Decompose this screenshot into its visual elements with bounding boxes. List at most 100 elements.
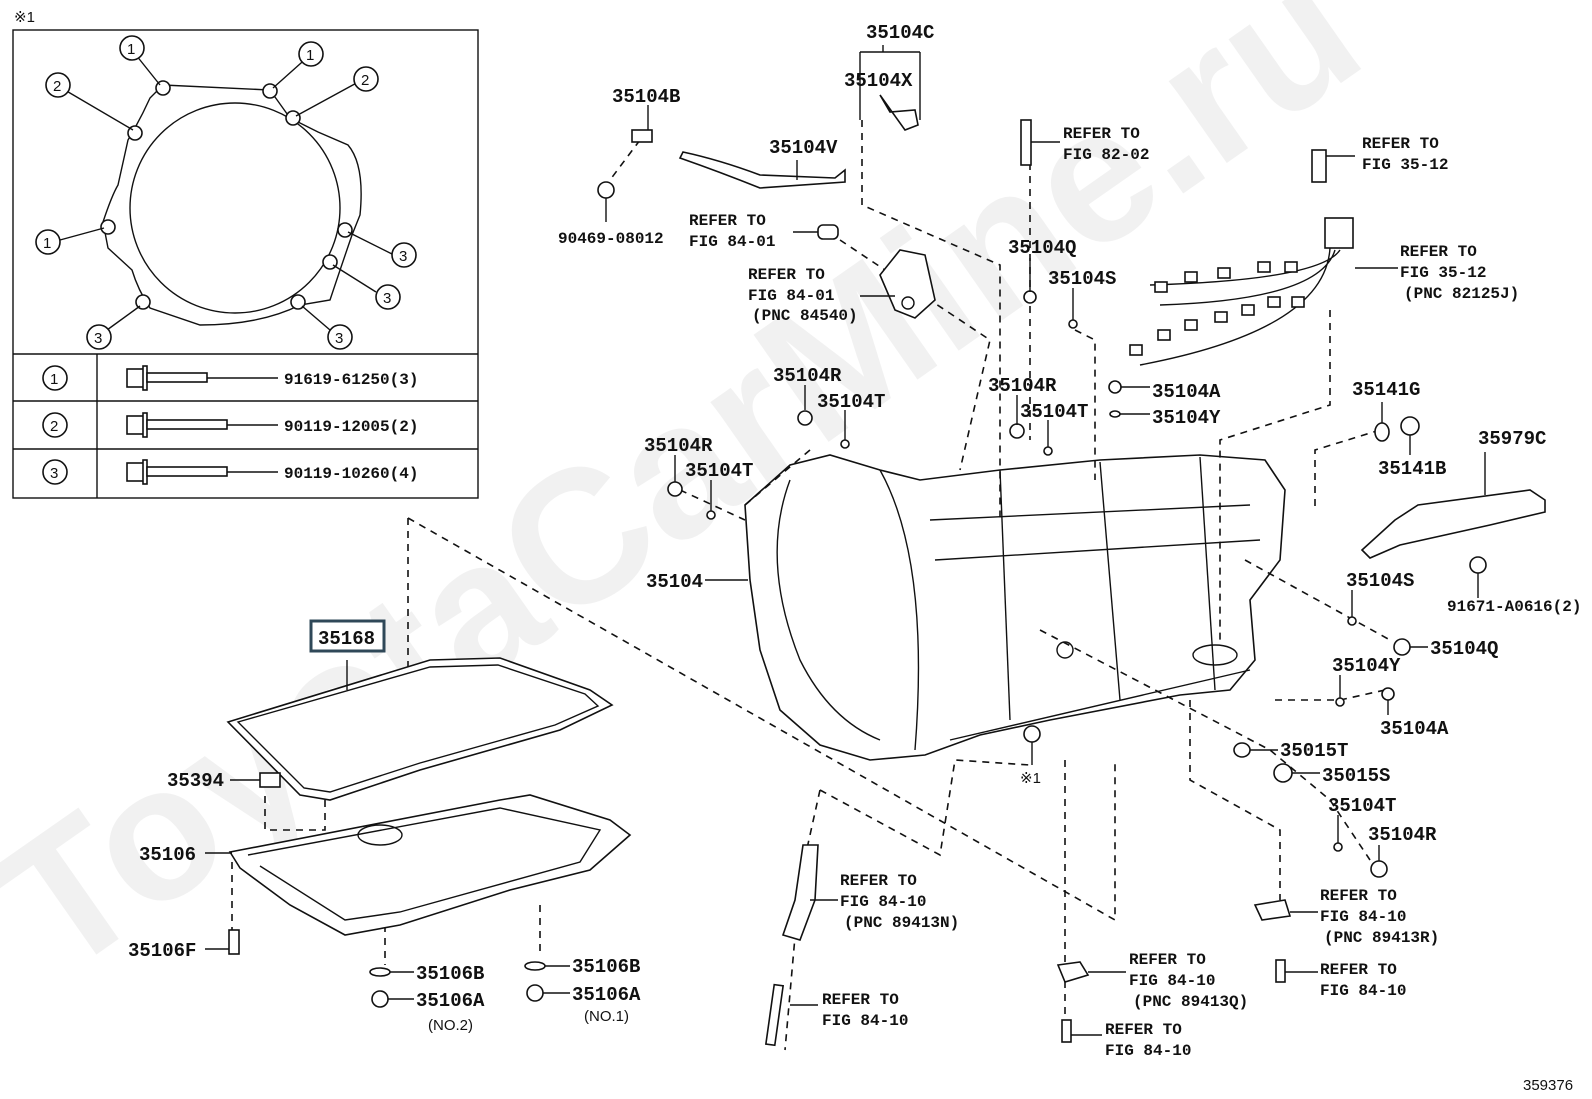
highlight-box-35168 xyxy=(309,619,386,653)
refer-fig-84-10[interactable]: REFER TO FIG 84-10 xyxy=(1105,1021,1191,1060)
plug-35104r-icon xyxy=(1370,860,1388,878)
label-35979c[interactable]: 35979C xyxy=(1478,428,1546,450)
transmission-case-35104[interactable] xyxy=(744,454,1286,761)
label-35106b[interactable]: 35106B xyxy=(416,963,484,985)
label-35394[interactable]: 35394 xyxy=(167,770,224,792)
refer-fig-35-12[interactable]: REFER TO FIG 35-12 xyxy=(1362,135,1448,174)
magnet-35394[interactable] xyxy=(259,772,281,788)
oring-35104s-icon xyxy=(1068,319,1078,329)
bolt-84-10-icon xyxy=(764,983,785,1047)
label-35104t[interactable]: 35104T xyxy=(817,391,885,413)
label-90469-08012[interactable]: 90469-08012 xyxy=(558,230,664,248)
label-35106a[interactable]: 35106A xyxy=(572,984,641,1006)
svg-text:1: 1 xyxy=(43,235,51,252)
gasket-35106b-icon xyxy=(369,967,391,977)
label-35104q[interactable]: 35104Q xyxy=(1430,638,1498,660)
svg-text:REFER TO: REFER TO xyxy=(840,872,917,890)
flywheel-housing-gasket xyxy=(102,84,362,326)
label-35106[interactable]: 35106 xyxy=(139,844,196,866)
svg-text:3: 3 xyxy=(399,248,407,265)
oring-35104t-icon xyxy=(840,439,850,449)
svg-text:FIG 84-10: FIG 84-10 xyxy=(1320,982,1406,1000)
svg-text:REFER TO: REFER TO xyxy=(689,212,766,230)
inset-mark: ※1 xyxy=(14,9,35,26)
label-35141b[interactable]: 35141B xyxy=(1378,458,1446,480)
oring-35104t-icon xyxy=(1333,842,1343,852)
refer-fig-84-01[interactable]: REFER TO FIG 84-01 xyxy=(689,212,775,251)
label-35106f[interactable]: 35106F xyxy=(128,940,196,962)
label-35104t[interactable]: 35104T xyxy=(1328,795,1396,817)
label-35106a[interactable]: 35106A xyxy=(416,990,485,1012)
note-no1: (NO.1) xyxy=(584,1008,629,1025)
label-35104s[interactable]: 35104S xyxy=(1048,268,1116,290)
svg-text:3: 3 xyxy=(335,330,343,347)
label-91671-a0616[interactable]: 91671-A0616(2) xyxy=(1447,598,1581,616)
label-35015t[interactable]: 35015T xyxy=(1280,740,1348,762)
washer-35104y-icon xyxy=(1109,410,1121,418)
label-35104s[interactable]: 35104S xyxy=(1346,570,1414,592)
bolt-91671-icon xyxy=(1469,556,1487,574)
label-35104r[interactable]: 35104R xyxy=(988,375,1057,397)
label-35104y[interactable]: 35104Y xyxy=(1152,407,1221,429)
bolt-part-number: 91619-61250(3) xyxy=(284,371,418,389)
svg-text:REFER TO: REFER TO xyxy=(1129,951,1206,969)
svg-text:(PNC 84540): (PNC 84540) xyxy=(752,307,858,325)
label-35104r[interactable]: 35104R xyxy=(644,435,713,457)
plug-35015s-icon xyxy=(1273,763,1293,783)
label-35104r[interactable]: 35104R xyxy=(1368,824,1437,846)
hose-35104v-icon xyxy=(678,151,846,189)
refer-fig-84-10-pnc-89413q[interactable]: REFER TO FIG 84-10 (PNC 89413Q) xyxy=(1129,951,1248,1011)
svg-text:FIG 82-02: FIG 82-02 xyxy=(1063,146,1149,164)
refer-fig-84-01-pnc-84540[interactable]: REFER TO FIG 84-01 (PNC 84540) xyxy=(748,266,858,325)
label-35106b[interactable]: 35106B xyxy=(572,956,640,978)
svg-text:3: 3 xyxy=(383,290,391,307)
cover-35979c-icon xyxy=(1360,489,1546,559)
wire-harness-icon xyxy=(1139,247,1341,366)
svg-text:FIG 84-01: FIG 84-01 xyxy=(689,233,775,251)
plug-35104r-icon xyxy=(1009,423,1025,439)
refer-fig-35-12-pnc-82125j[interactable]: REFER TO FIG 35-12 (PNC 82125J) xyxy=(1400,243,1519,303)
mark-1[interactable]: ※1 xyxy=(1020,770,1041,787)
label-35104r[interactable]: 35104R xyxy=(773,365,842,387)
svg-text:(PNC 89413Q): (PNC 89413Q) xyxy=(1133,993,1248,1011)
refer-fig-84-10-pnc-89413n[interactable]: REFER TO FIG 84-10 (PNC 89413N) xyxy=(840,872,959,932)
svg-text:REFER TO: REFER TO xyxy=(822,991,899,1009)
oil-pan-gasket-35168[interactable] xyxy=(226,657,614,801)
label-35104b[interactable]: 35104B xyxy=(612,86,680,108)
label-35104x[interactable]: 35104X xyxy=(844,70,913,92)
label-35104c[interactable]: 35104C xyxy=(866,22,934,44)
refer-fig-84-10[interactable]: REFER TO FIG 84-10 xyxy=(822,991,908,1030)
label-35104[interactable]: 35104 xyxy=(646,571,703,593)
refer-fig-84-10[interactable]: REFER TO FIG 84-10 xyxy=(1320,961,1406,1000)
plug-35106a-icon xyxy=(526,984,544,1002)
harness-plugs-icon xyxy=(1129,261,1305,356)
svg-text:3: 3 xyxy=(94,330,102,347)
refer-fig-84-10-pnc-89413r[interactable]: REFER TO FIG 84-10 (PNC 89413R) xyxy=(1320,887,1439,947)
oring-35141g-icon xyxy=(1374,422,1390,442)
label-35104t[interactable]: 35104T xyxy=(685,460,753,482)
label-35104t[interactable]: 35104T xyxy=(1020,401,1088,423)
refer-to-labels[interactable]: REFER TO FIG 84-01 REFER TO FIG 84-01 (P… xyxy=(689,125,1519,1060)
oil-pan-35106[interactable] xyxy=(228,794,632,936)
svg-text:(PNC 82125J): (PNC 82125J) xyxy=(1404,285,1519,303)
label-35141g[interactable]: 35141G xyxy=(1352,379,1420,401)
oring-35015t-icon xyxy=(1233,742,1251,758)
part-labels[interactable]: 35104C 35104X 35104B 35104V 90469-08012 … xyxy=(128,22,1581,1034)
label-35104a[interactable]: 35104A xyxy=(1152,381,1221,403)
svg-text:FIG 84-10: FIG 84-10 xyxy=(1105,1042,1191,1060)
plug-35104r-icon xyxy=(667,481,683,497)
label-35168[interactable]: 35168 xyxy=(318,628,375,650)
svg-text:FIG 84-10: FIG 84-10 xyxy=(1129,972,1215,990)
label-35104y[interactable]: 35104Y xyxy=(1332,655,1401,677)
bolt-35104a-icon xyxy=(1108,380,1122,394)
label-35104a[interactable]: 35104A xyxy=(1380,718,1449,740)
table-row: 2 90119-12005(2) xyxy=(42,412,418,438)
label-35015s[interactable]: 35015S xyxy=(1322,765,1390,787)
refer-fig-82-02[interactable]: REFER TO FIG 82-02 xyxy=(1063,125,1149,164)
bolt-84-10-icon xyxy=(1061,1019,1072,1043)
bolt-35-12-icon xyxy=(1311,149,1327,183)
label-35104v[interactable]: 35104V xyxy=(769,137,838,159)
figure-number: 359376 xyxy=(1523,1077,1573,1094)
label-35104q[interactable]: 35104Q xyxy=(1008,237,1076,259)
